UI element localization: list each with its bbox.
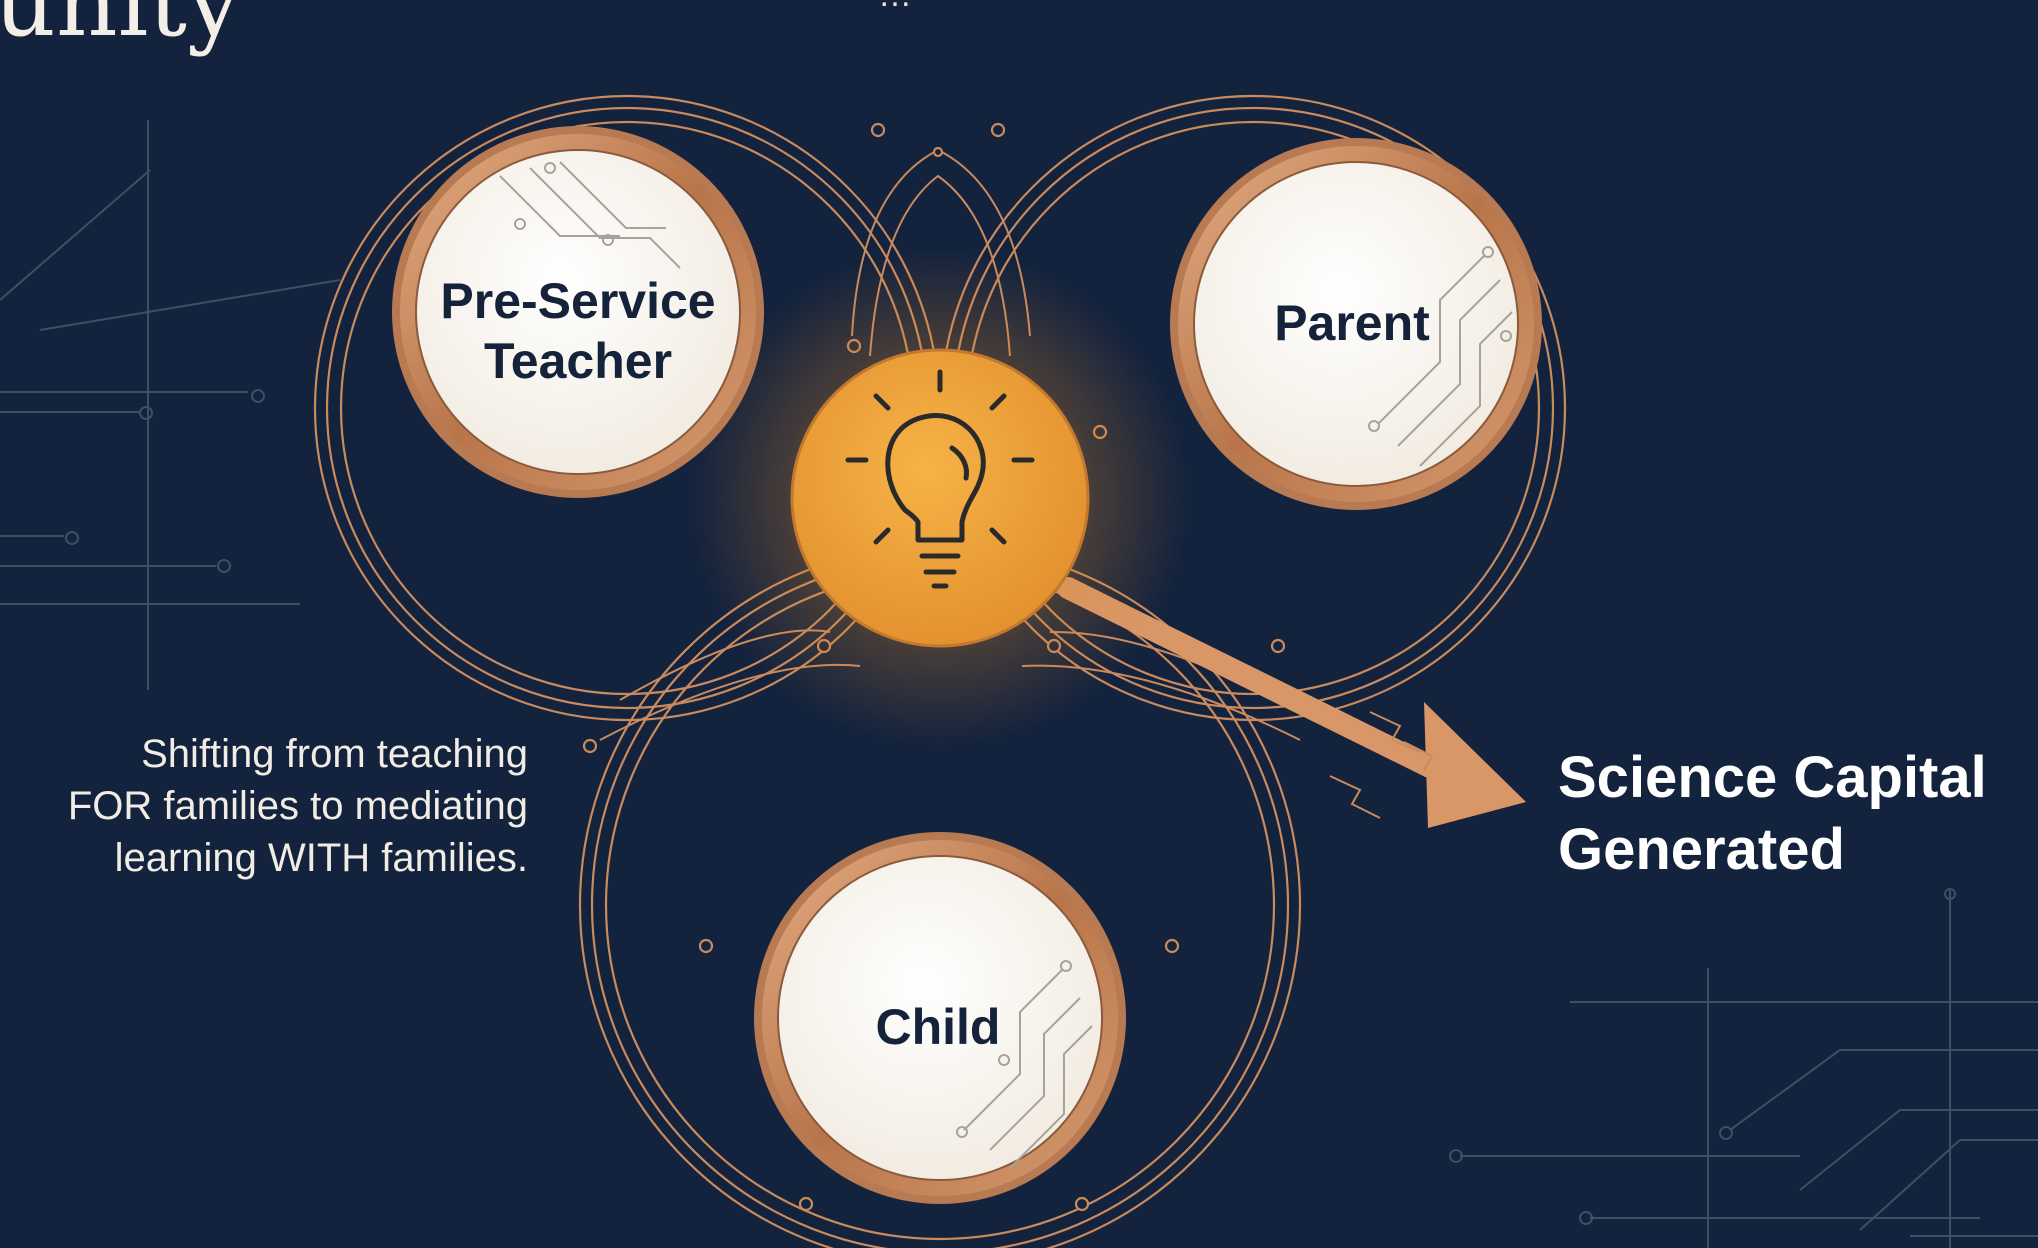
node-label-pre-service: Pre-Service — [440, 273, 715, 329]
outcome-line-2: Generated — [1558, 817, 1845, 882]
node-label-teacher: Teacher — [484, 333, 672, 389]
lightbulb-icon — [845, 369, 1035, 589]
header-subtitle-fragment: … — [878, 0, 912, 12]
node-pre-service-teacher: Pre-Service Teacher — [392, 126, 764, 498]
node-label-child: Child — [876, 999, 1001, 1055]
node-child: Child — [754, 832, 1126, 1204]
outcome-label: Science Capital Generated — [1558, 742, 2038, 886]
hub-node — [790, 348, 1090, 648]
header-title-fragment: unity — [0, 0, 242, 58]
caption-text: Shifting from teaching FOR families to m… — [0, 728, 528, 884]
caption-line-1: Shifting from teaching — [141, 732, 528, 776]
caption-line-2: FOR families to mediating — [67, 784, 528, 828]
caption-line-3: learning WITH families. — [114, 836, 528, 880]
outcome-line-1: Science Capital — [1558, 745, 1987, 810]
node-parent: Parent — [1170, 138, 1542, 510]
circuit-traces-left — [0, 120, 341, 690]
node-label-parent: Parent — [1274, 295, 1430, 351]
circuit-traces-right — [1449, 888, 2038, 1248]
